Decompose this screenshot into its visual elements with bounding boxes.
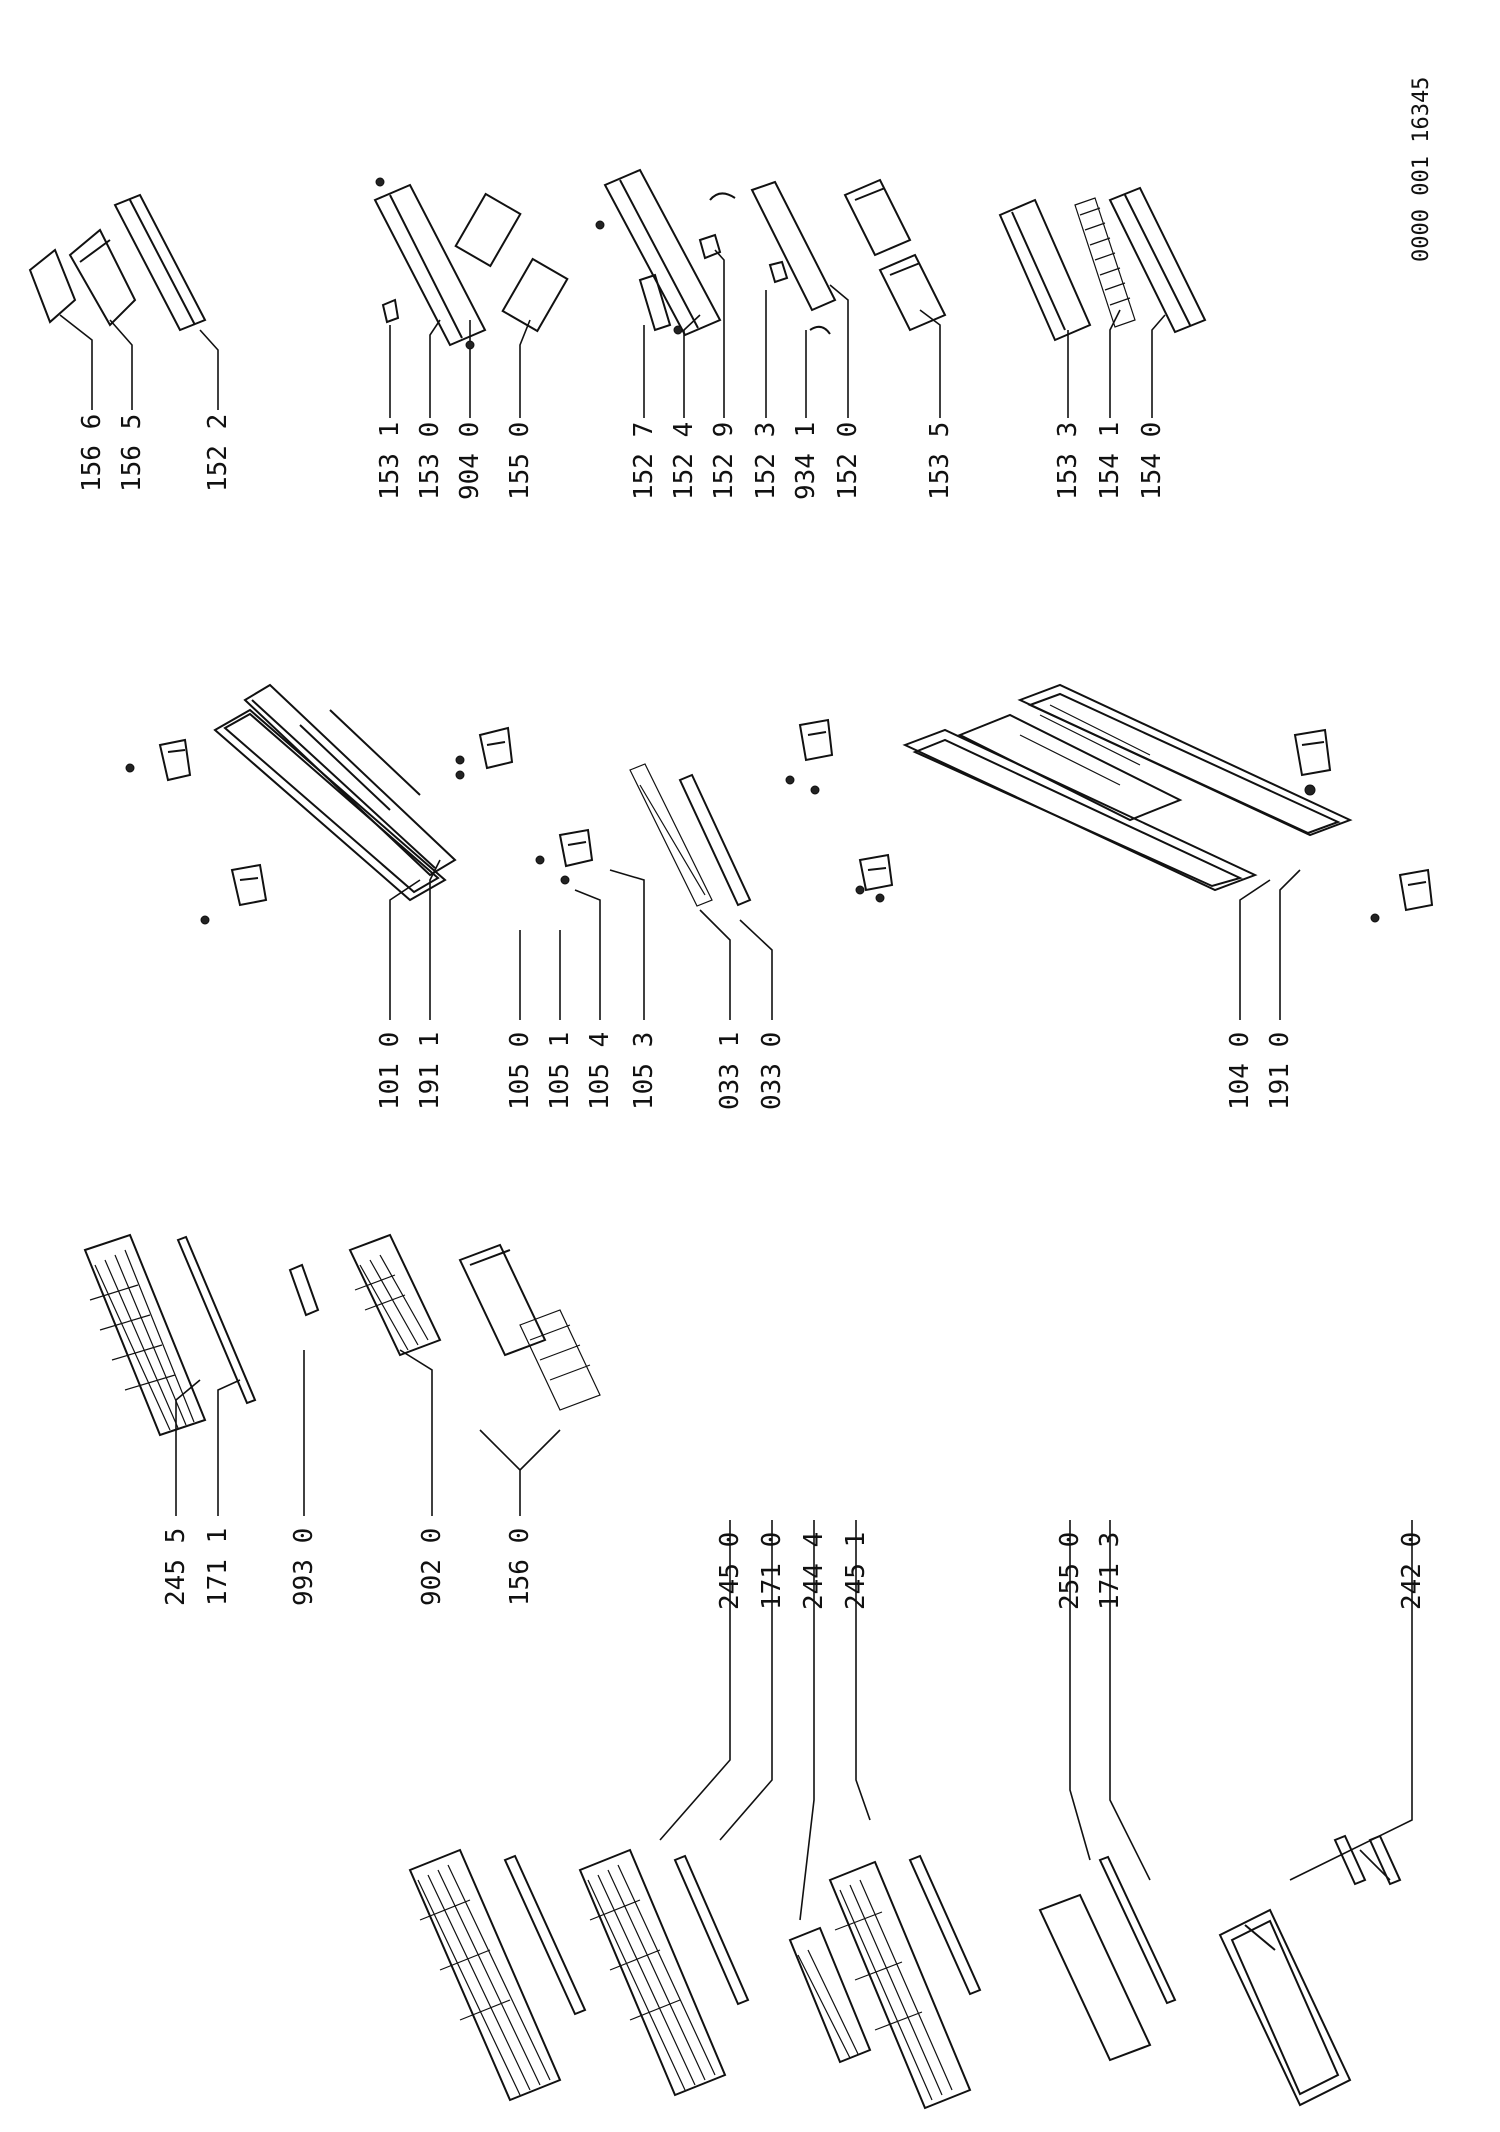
part-152-9 [698,233,722,260]
part-label[interactable]: 105 0 [505,1032,535,1110]
leader-lines [59,249,1413,1921]
part-152-0 [750,180,837,312]
part-label[interactable]: 902 0 [417,1528,447,1606]
part-label[interactable]: 104 0 [1225,1032,1255,1110]
part-245-5 [83,1233,207,1437]
part-105-3 [558,828,594,868]
part-label[interactable]: 152 3 [751,422,781,500]
part-label[interactable]: 152 7 [629,422,659,500]
part-label[interactable]: 155 0 [505,422,535,500]
part-245-0-a [408,1848,562,2102]
part-label[interactable]: 152 2 [203,414,233,492]
part-153-0 [373,183,487,347]
part-label[interactable]: 152 9 [709,422,739,500]
part-156-0-b [519,1309,601,1411]
part-label[interactable]: 904 0 [455,422,485,500]
doors-group [125,683,1434,925]
part-label[interactable]: 153 3 [1053,422,1083,500]
part-153-5-b [878,253,947,332]
part-label[interactable]: 171 1 [203,1528,233,1606]
part-993-0 [288,1263,320,1317]
part-label[interactable]: 152 4 [669,422,699,500]
part-label[interactable]: 154 0 [1137,422,1167,500]
part-label[interactable]: 153 5 [925,422,955,500]
reference-code: 0000 001 16345 [1409,77,1434,262]
shelves-group [83,1233,1402,2110]
part-171-3 [1098,1855,1177,2005]
part-label[interactable]: 156 5 [117,414,147,492]
part-156-6 [28,248,77,324]
part-label[interactable]: 154 1 [1095,422,1125,500]
part-153-5-a [843,178,912,257]
part-label[interactable]: 153 0 [415,422,445,500]
part-label[interactable]: 152 0 [833,422,863,500]
part-label[interactable]: 105 3 [629,1032,659,1110]
part-171-1 [176,1235,257,1405]
part-label[interactable]: 153 1 [375,422,405,500]
part-egg-tray-a [454,192,522,268]
part-egg-tray-b [501,257,569,333]
part-label[interactable]: 993 0 [289,1528,319,1606]
part-156-0-a [458,1243,547,1357]
part-label[interactable]: 033 1 [715,1032,745,1110]
door-bins-group [28,168,1207,350]
part-label[interactable]: 033 0 [757,1032,787,1110]
part-154-0 [1108,186,1207,334]
part-labels: 156 6 156 5 152 2 153 1 153 0 904 0 155 … [77,414,1427,1610]
part-156-5 [68,228,137,327]
part-label[interactable]: 156 0 [505,1528,535,1606]
part-101-0 [213,708,447,902]
part-104-0 [902,728,1258,892]
part-154-1 [1074,197,1136,328]
part-label[interactable]: 191 1 [415,1032,445,1110]
part-152-7 [638,273,672,332]
part-245-0-b [578,1848,727,2097]
hinge-icon [158,738,192,782]
part-label[interactable]: 105 4 [585,1032,615,1110]
part-033-1 [629,763,713,907]
part-242-0 [1218,1908,1352,2107]
part-033-0 [678,773,752,907]
part-902-0 [348,1233,442,1357]
part-191-1 [243,683,457,877]
part-label[interactable]: 934 1 [791,422,821,500]
part-label[interactable]: 156 6 [77,414,107,492]
part-label[interactable]: 245 5 [161,1528,191,1606]
part-245-1 [828,1860,972,2110]
part-152-2 [113,193,207,332]
part-244-4 [788,1926,872,2064]
part-label[interactable]: 191 0 [1265,1032,1295,1110]
part-label[interactable]: 105 1 [545,1032,575,1110]
part-label[interactable]: 101 0 [375,1032,405,1110]
part-153-3 [998,198,1092,342]
part-255-0 [1038,1893,1152,2062]
